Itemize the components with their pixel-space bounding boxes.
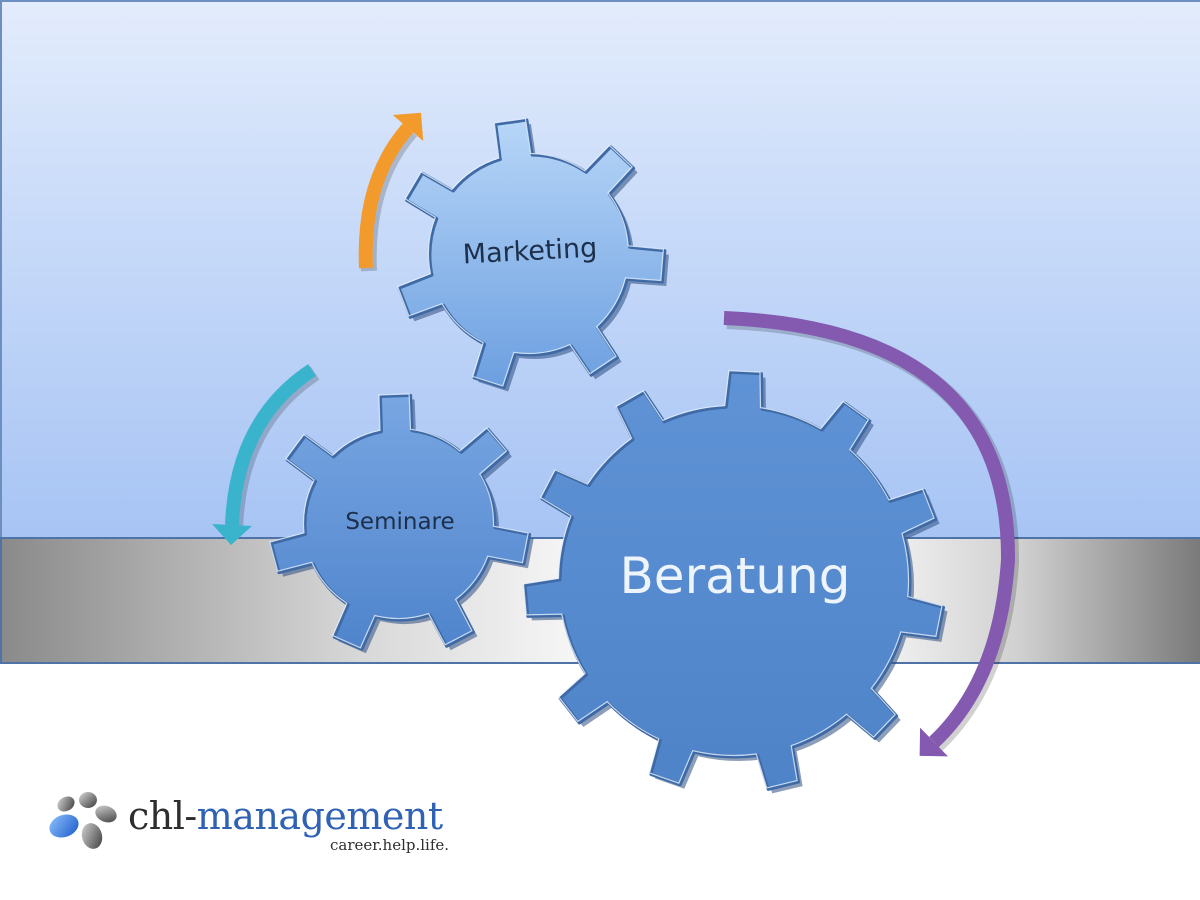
arrows-layer bbox=[212, 112, 1020, 757]
gear-beratung bbox=[522, 369, 948, 794]
flower-logo-icon bbox=[49, 792, 117, 849]
logo-wordmark: chl-management bbox=[128, 794, 443, 838]
gear-marketing bbox=[396, 117, 669, 392]
purple-arrow-icon bbox=[723, 311, 1020, 757]
gears-layer bbox=[269, 117, 948, 794]
company-logo: chl-management career.help.life. bbox=[46, 790, 466, 860]
gear-label-seminare: Seminare bbox=[345, 508, 455, 535]
logo-tagline: career.help.life. bbox=[330, 836, 450, 854]
logo-name-part1: chl- bbox=[128, 794, 197, 838]
gear-label-beratung: Beratung bbox=[619, 547, 851, 605]
logo-name-part2: management bbox=[196, 794, 443, 838]
teal-arrow-icon bbox=[212, 364, 320, 545]
gear-seminare bbox=[269, 393, 534, 654]
orange-arrow-icon bbox=[358, 112, 424, 272]
